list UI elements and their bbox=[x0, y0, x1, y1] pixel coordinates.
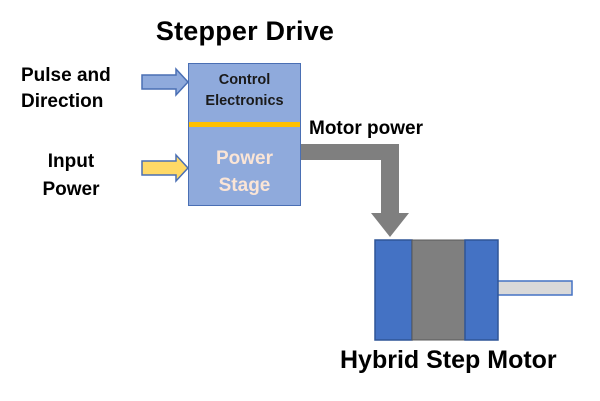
input-power-label: Input Power bbox=[26, 148, 116, 204]
control-electronics-label: Control Electronics bbox=[189, 70, 300, 112]
motor-power-label: Motor power bbox=[309, 118, 423, 139]
control-line2: Electronics bbox=[205, 93, 284, 109]
drive-block-divider bbox=[189, 122, 300, 127]
power-stage-label: Power Stage bbox=[189, 145, 300, 199]
hybrid-step-motor bbox=[374, 239, 573, 341]
diagram-title: Stepper Drive bbox=[155, 16, 335, 46]
input-power-line1: Input bbox=[47, 151, 95, 172]
pulse-label-line2: Direction bbox=[21, 91, 104, 112]
motor-front-endcap bbox=[464, 239, 499, 341]
control-line1: Control bbox=[218, 72, 271, 88]
power-stage-line1: Power bbox=[215, 148, 274, 169]
input-power-line2: Power bbox=[42, 179, 100, 200]
motor-rear-endcap bbox=[374, 239, 413, 341]
motor-core bbox=[411, 239, 466, 341]
motor-power-arrow bbox=[301, 144, 409, 237]
pulse-direction-label: Pulse and Direction bbox=[21, 63, 111, 115]
pulse-label-line1: Pulse and bbox=[21, 65, 111, 86]
power-stage-line2: Stage bbox=[218, 175, 271, 196]
pulse-direction-arrow bbox=[141, 67, 190, 97]
motor-shaft bbox=[496, 280, 573, 296]
hybrid-step-motor-label: Hybrid Step Motor bbox=[340, 346, 557, 374]
input-power-arrow bbox=[141, 153, 190, 183]
drive-block: Control Electronics Power Stage bbox=[188, 63, 301, 206]
